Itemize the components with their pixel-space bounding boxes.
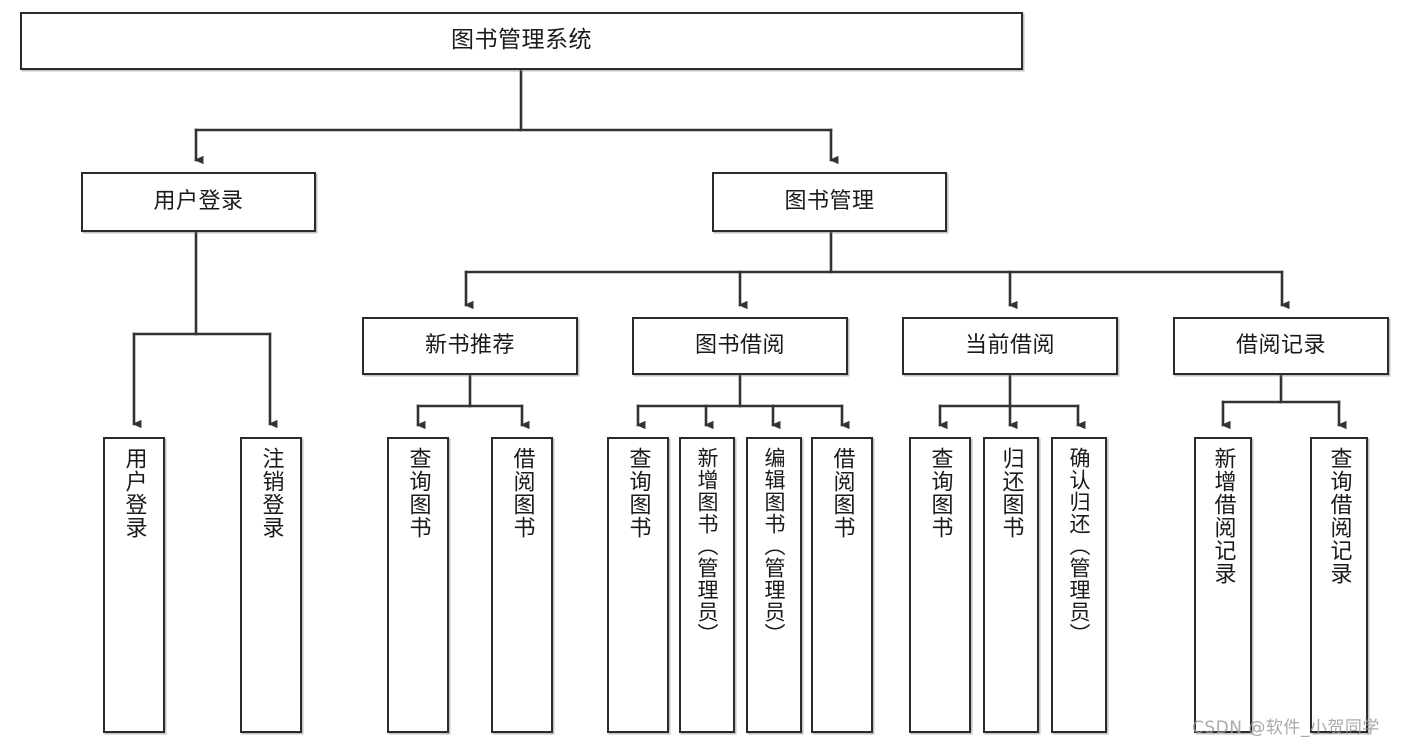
leaf-return-book[interactable]: 归还图书	[983, 437, 1039, 733]
leaf-confirm-return[interactable]: 确认归还（管理员）	[1051, 437, 1107, 733]
node-root-label: 图书管理系统	[451, 27, 592, 54]
leaf-add-book[interactable]: 新增图书（管理员）	[679, 437, 735, 733]
node-new-book-rec-label: 新书推荐	[424, 333, 515, 359]
node-user-login-label: 用户登录	[153, 189, 244, 215]
leaf-add-record[interactable]: 新增借阅记录	[1194, 437, 1252, 733]
node-current-borrow-label: 当前借阅	[964, 333, 1055, 359]
leaf-user-login[interactable]: 用户登录	[103, 437, 165, 733]
leaf-query-book-3[interactable]: 查询图书	[909, 437, 971, 733]
leaf-logout-label: 注销登录	[258, 447, 284, 539]
leaf-return-book-label: 归还图书	[998, 447, 1024, 539]
node-user-login[interactable]: 用户登录	[81, 172, 316, 232]
leaf-query-record-label: 查询借阅记录	[1326, 447, 1352, 585]
node-book-manage[interactable]: 图书管理	[712, 172, 947, 232]
node-borrow-record[interactable]: 借阅记录	[1173, 317, 1389, 375]
leaf-query-book-2-label: 查询图书	[625, 447, 651, 539]
leaf-query-book-1-label: 查询图书	[405, 447, 431, 539]
leaf-borrow-book-1[interactable]: 借阅图书	[491, 437, 553, 733]
leaf-user-login-label: 用户登录	[121, 447, 147, 539]
leaf-borrow-book-1-label: 借阅图书	[509, 447, 535, 539]
leaf-borrow-book-2-label: 借阅图书	[829, 447, 855, 539]
node-borrow-record-label: 借阅记录	[1235, 333, 1326, 359]
leaf-logout[interactable]: 注销登录	[240, 437, 302, 733]
leaf-borrow-book-2[interactable]: 借阅图书	[811, 437, 873, 733]
node-current-borrow[interactable]: 当前借阅	[902, 317, 1118, 375]
leaf-query-book-3-label: 查询图书	[927, 447, 953, 539]
leaf-edit-book-label: 编辑图书（管理员）	[762, 447, 787, 645]
leaf-add-record-label: 新增借阅记录	[1210, 447, 1236, 585]
csdn-watermark: CSDN @软件_小贺同学	[1192, 718, 1380, 738]
leaf-edit-book[interactable]: 编辑图书（管理员）	[746, 437, 802, 733]
node-book-manage-label: 图书管理	[784, 189, 875, 215]
leaf-confirm-return-label: 确认归还（管理员）	[1067, 447, 1092, 645]
node-new-book-rec[interactable]: 新书推荐	[362, 317, 578, 375]
node-root[interactable]: 图书管理系统	[20, 12, 1023, 70]
leaf-query-book-2[interactable]: 查询图书	[607, 437, 669, 733]
leaf-query-record[interactable]: 查询借阅记录	[1310, 437, 1368, 733]
node-book-borrow-label: 图书借阅	[694, 333, 785, 359]
leaf-add-book-label: 新增图书（管理员）	[695, 447, 720, 645]
node-book-borrow[interactable]: 图书借阅	[632, 317, 848, 375]
leaf-query-book-1[interactable]: 查询图书	[387, 437, 449, 733]
